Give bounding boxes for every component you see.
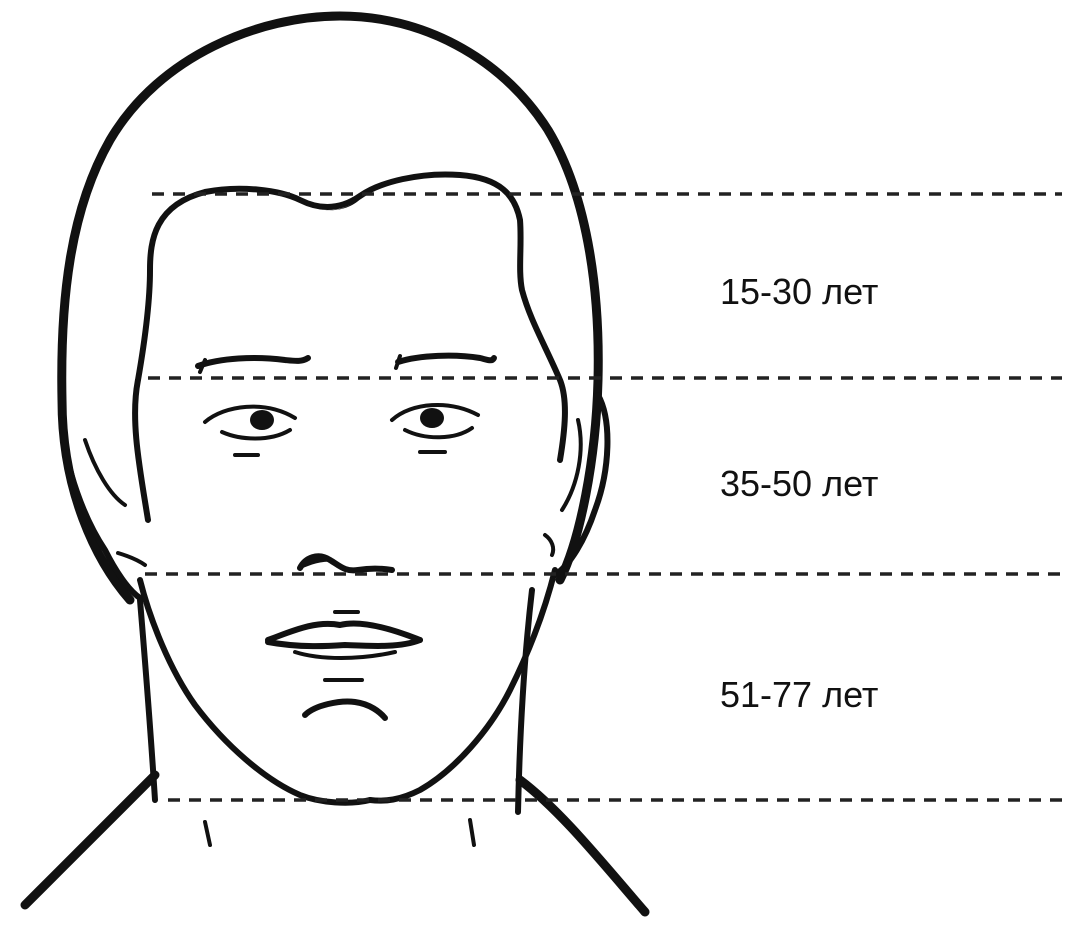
upper-lip (268, 623, 420, 640)
lower-lip (295, 652, 395, 658)
left-ear-lobe (118, 553, 145, 565)
shoulder-right (520, 780, 645, 912)
zone-label-middle: 35-50 лет (720, 463, 878, 504)
face-contour-right (370, 570, 555, 801)
right-eyebrow (398, 356, 494, 362)
mouth-line (268, 640, 420, 646)
chin (305, 702, 385, 718)
right-ear-lobe (545, 535, 553, 555)
left-ear (62, 420, 140, 598)
head-outline (62, 16, 598, 600)
neck-left (140, 600, 155, 800)
zone-label-upper: 15-30 лет (720, 271, 878, 312)
hairline (135, 174, 565, 520)
right-eyebrow-tick (396, 356, 400, 368)
left-eye-lower (222, 430, 290, 439)
shoulder-left (25, 775, 155, 905)
left-eyebrow (198, 358, 308, 366)
left-ear-inner (85, 440, 125, 505)
collarbone-mark-left (205, 822, 210, 845)
right-eye-pupil (420, 408, 444, 428)
left-eye-upper (205, 407, 295, 422)
collarbone-mark-right (470, 820, 474, 845)
left-eye-pupil (250, 410, 274, 430)
zone-label-lower: 51-77 лет (720, 674, 878, 715)
right-eye-lower (405, 428, 472, 437)
left-eyebrow-tick (200, 360, 205, 372)
